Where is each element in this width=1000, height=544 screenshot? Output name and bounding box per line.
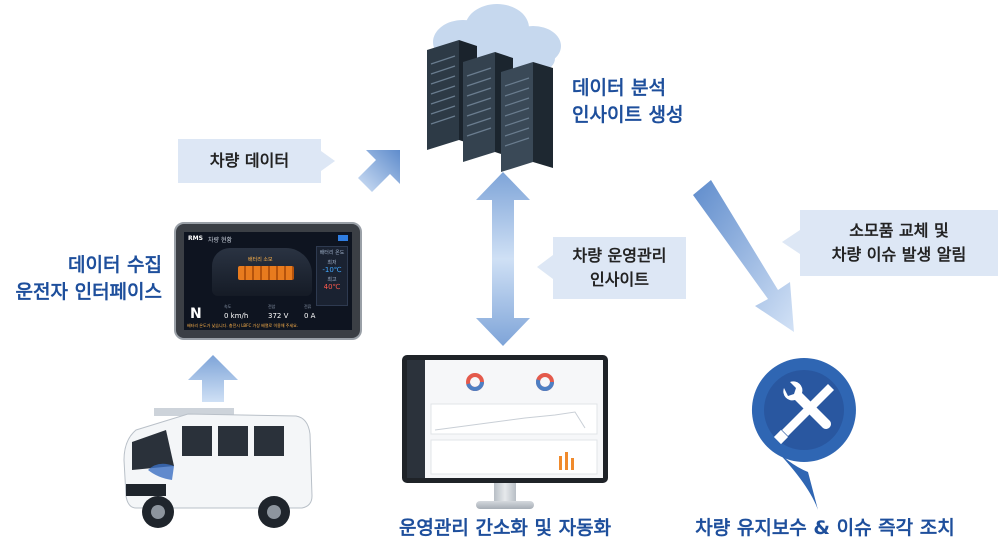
speed-label: 속도 bbox=[224, 304, 232, 309]
dashboard-screen bbox=[407, 360, 603, 478]
temp-min-label: 최저 bbox=[327, 260, 337, 266]
cloud-server-icon bbox=[415, 2, 575, 177]
gear-indicator: N bbox=[190, 306, 202, 322]
monitor-label: 운영관리 간소화 및 자동화 bbox=[398, 517, 612, 539]
diagonal-down-arrow bbox=[693, 180, 794, 332]
callout-vehicle-data: 차량 데이터 bbox=[178, 139, 335, 183]
tablet-brand: RMS bbox=[188, 235, 203, 242]
speed-value: 0 km/h bbox=[224, 312, 249, 320]
temp-max-value: 40℃ bbox=[323, 283, 341, 291]
double-arrow bbox=[476, 172, 530, 346]
voltage-value: 372 V bbox=[268, 312, 289, 320]
cloud-server-label: 데이터 분석 인사이트 생성 bbox=[572, 77, 684, 126]
battery-pack-icon bbox=[238, 266, 294, 280]
diagonal-up-arrow bbox=[358, 150, 400, 192]
callout-alerts: 소모품 교체 및 차량 이슈 발생 알림 bbox=[782, 210, 998, 276]
current-value: 0 A bbox=[304, 312, 316, 320]
voltage-label: 전압 bbox=[268, 304, 276, 309]
up-arrow bbox=[188, 355, 238, 402]
battery-tag: 배터리 소모 bbox=[248, 257, 273, 263]
tablet-label: 데이터 수집 운전자 인터페이스 bbox=[15, 254, 162, 303]
maintenance-pin-icon bbox=[748, 354, 860, 512]
battery-temp-panel: 배터리 온도 최저 -10℃ 최고 40℃ bbox=[316, 246, 348, 306]
callout-ops-insight: 차량 운영관리 인사이트 bbox=[537, 237, 686, 299]
maintenance-label: 차량 유지보수 & 이슈 즉각 조치 bbox=[695, 517, 955, 539]
temp-panel-title: 배터리 온도 bbox=[319, 250, 345, 256]
tablet-screen: RMS 차량 현황 배터리 소모 배터리 온도 최저 -10℃ 최고 40℃ N… bbox=[184, 232, 352, 330]
temp-max-label: 최고 bbox=[327, 277, 337, 283]
van-image bbox=[118, 400, 318, 540]
ops-monitor bbox=[402, 355, 608, 513]
battery-status-icon bbox=[338, 235, 348, 241]
current-label: 전류 bbox=[304, 304, 312, 309]
warning-message: 배터리 온도가 낮습니다. 충전시 LBFC 가상 배열로 이용해 주세요. bbox=[187, 323, 299, 328]
driver-tablet: RMS 차량 현황 배터리 소모 배터리 온도 최저 -10℃ 최고 40℃ N… bbox=[174, 222, 362, 340]
tablet-title: 차량 현황 bbox=[208, 237, 232, 244]
temp-min-value: -10℃ bbox=[322, 266, 342, 274]
